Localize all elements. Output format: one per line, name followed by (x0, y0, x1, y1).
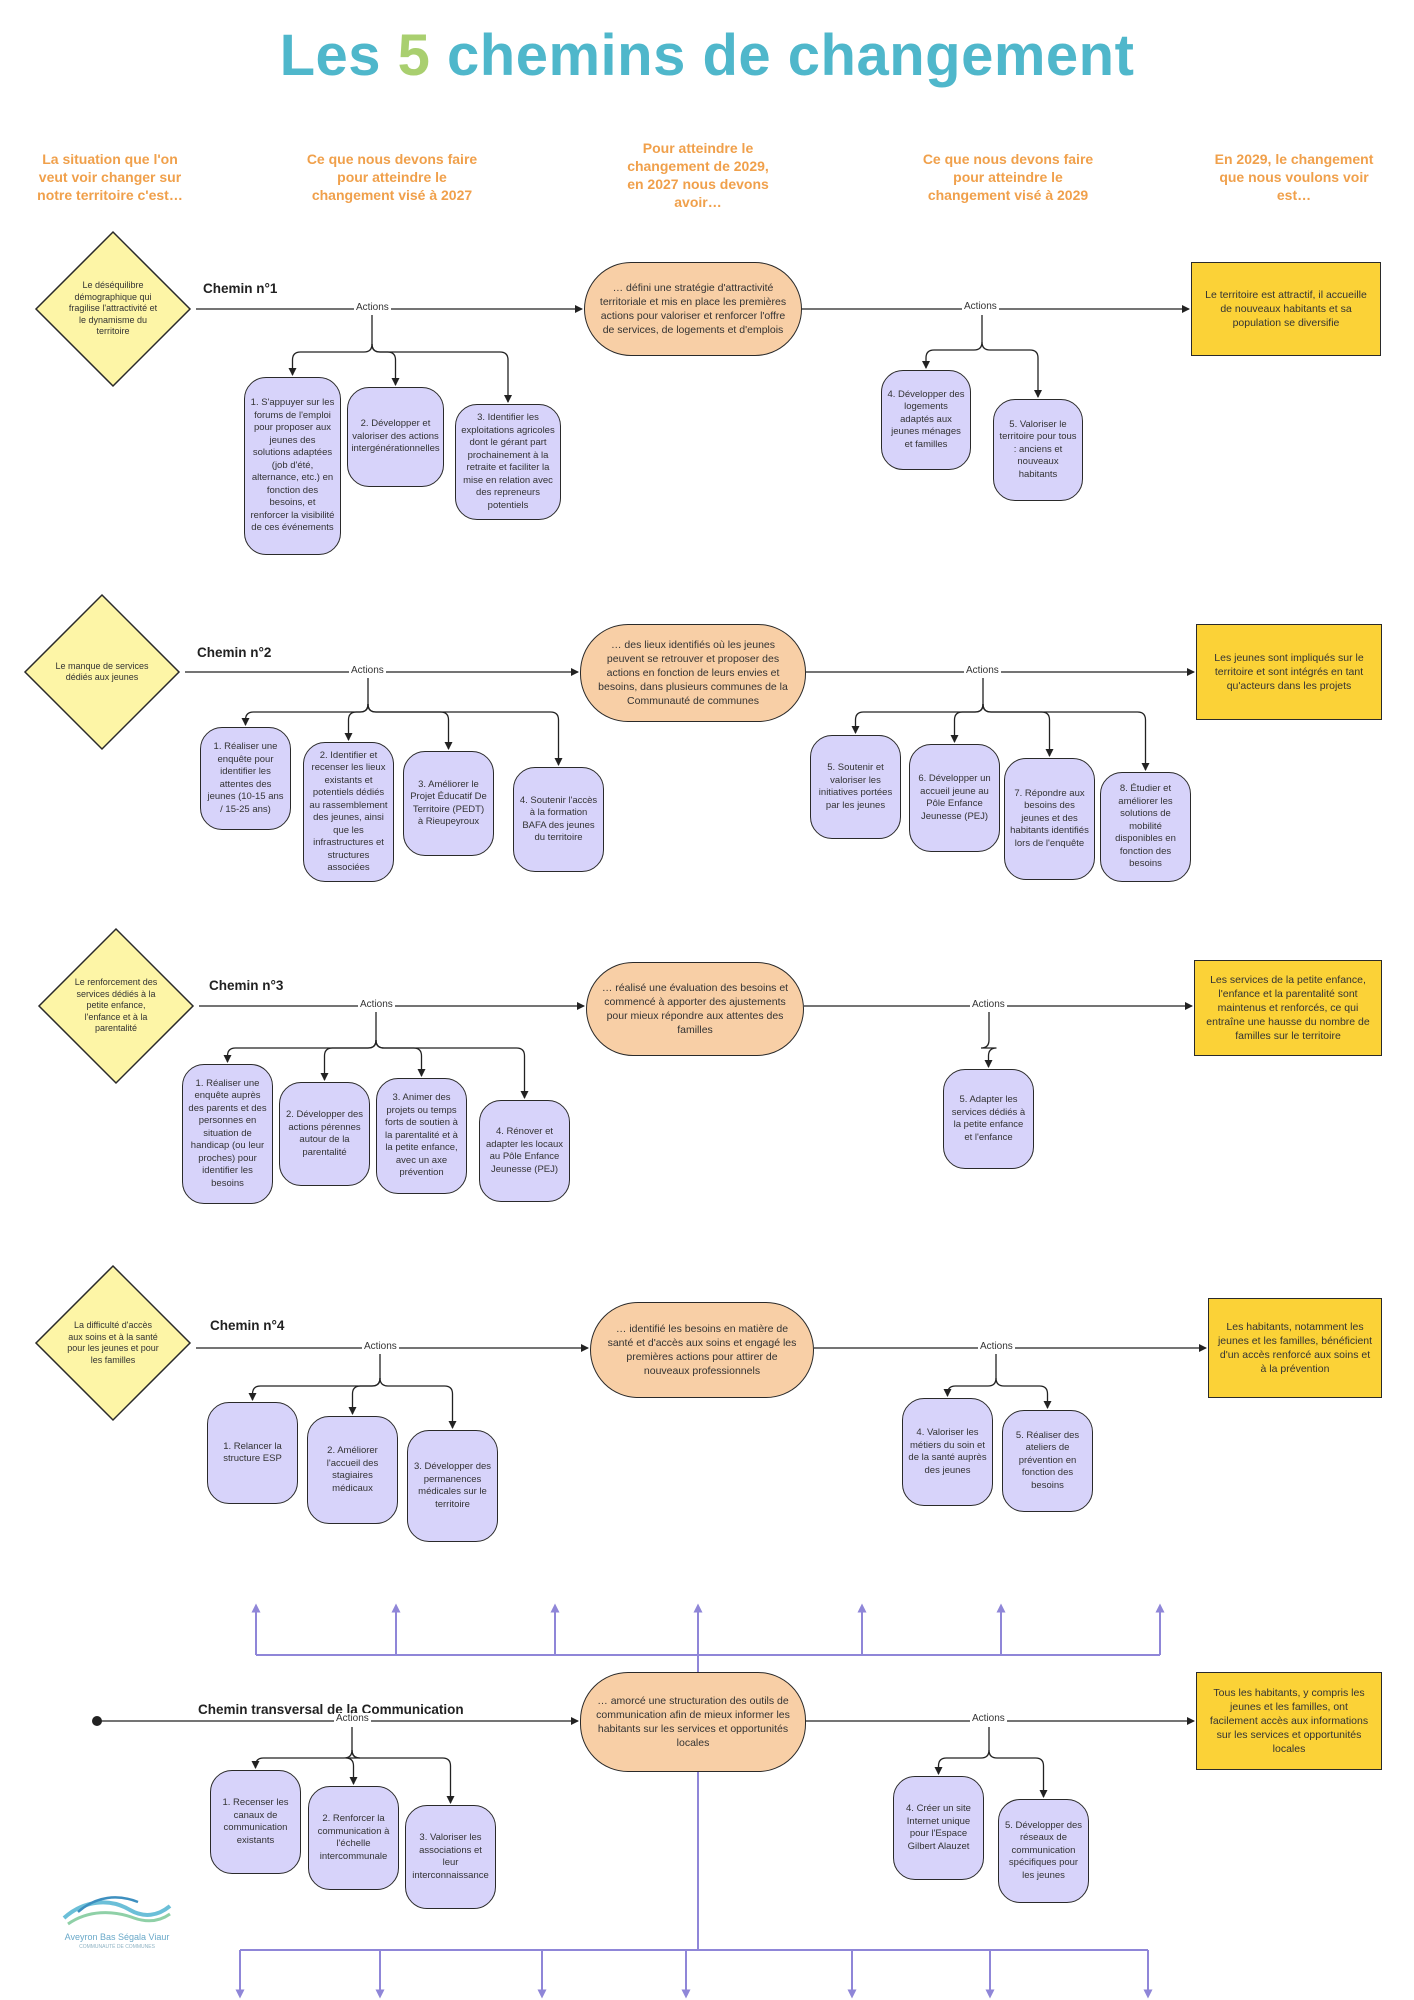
logo-subtitle: COMMUNAUTÉ DE COMMUNES (79, 1944, 155, 1950)
chemin-2-action-2029-3: 7. Répondre aux besoins des jeunes et de… (1004, 758, 1095, 880)
chemin-3-action-2027-2: 2. Développer des actions pérennes autou… (279, 1082, 370, 1186)
chemin-2-action-2027-3: 3. Améliorer le Projet Éducatif De Terri… (403, 751, 494, 856)
chemin-1-action-2029-1: 4. Développer des logements adaptés aux … (881, 370, 971, 470)
chemin-2-action-2029-4: 8. Étudier et améliorer les solutions de… (1100, 772, 1191, 882)
chemin-2-goal-2029: Les jeunes sont impliqués sur le territo… (1196, 624, 1382, 720)
chemin-2-actions-label-2027: Actions (349, 665, 386, 676)
chemin-1-situation-diamond-text: Le déséquilibre démographique qui fragil… (68, 280, 158, 337)
chemin-1-action-2027-2: 2. Développer et valoriser des actions i… (347, 387, 444, 487)
chemin-4-actions-label-2027: Actions (362, 1341, 399, 1352)
chemin-3-action-2027-1: 1. Réaliser une enquête auprès des paren… (182, 1064, 273, 1204)
chemin-1-title: Chemin n°1 (203, 281, 278, 296)
chemin-1-actions-label-2027: Actions (354, 302, 391, 313)
chemin-transversal-action-2027-1: 1. Recenser les canaux de communication … (210, 1770, 301, 1874)
chemin-transversal-goal-2029: Tous les habitants, y compris les jeunes… (1196, 1672, 1382, 1770)
chemin-4-action-2027-1: 1. Relancer la structure ESP (207, 1402, 298, 1504)
chemin-4-action-2029-2: 5. Réaliser des ateliers de prévention e… (1002, 1410, 1093, 1512)
chemin-1-goal-2027: … défini une stratégie d'attractivité te… (584, 262, 802, 356)
chemin-4-action-2029-1: 4. Valoriser les métiers du soin et de l… (902, 1398, 993, 1506)
chemin-2-title: Chemin n°2 (197, 645, 272, 660)
chemin-4-goal-2027: … identifié les besoins en matière de sa… (590, 1302, 814, 1398)
chemin-3-action-2029-1: 5. Adapter les services dédiés à la peti… (943, 1069, 1034, 1169)
chemin-transversal-action-2029-2: 5. Développer des réseaux de communicati… (998, 1799, 1089, 1903)
chemin-4-action-2027-2: 2. Améliorer l'accueil des stagiaires mé… (307, 1416, 398, 1524)
chemin-3-action-2027-4: 4. Rénover et adapter les locaux au Pôle… (479, 1100, 570, 1202)
chemin-1-action-2027-1: 1. S'appuyer sur les forums de l'emploi … (244, 377, 341, 555)
chemin-1-situation-diamond: Le déséquilibre démographique qui fragil… (28, 224, 198, 394)
column-header-actions-2029: Ce que nous devons faire pour atteindre … (922, 151, 1094, 203)
chemin-2-action-2029-1: 5. Soutenir et valoriser les initiatives… (810, 735, 901, 839)
chemin-transversal-actions-label-2027: Actions (334, 1713, 371, 1724)
chemin-transversal-action-2027-3: 3. Valoriser les associations et leur in… (405, 1805, 496, 1909)
chemin-2-action-2027-2: 2. Identifier et recenser les lieux exis… (303, 742, 394, 882)
chemin-3-situation-diamond: Le renforcement des services dédiés à la… (31, 921, 201, 1091)
chemin-2-actions-label-2029: Actions (964, 665, 1001, 676)
chemin-transversal-title: Chemin transversal de la Communication (198, 1702, 464, 1717)
logo-waves-icon (62, 1896, 172, 1926)
chemin-3-actions-label-2029: Actions (970, 999, 1007, 1010)
chemin-3-title: Chemin n°3 (209, 978, 284, 993)
chemin-3-actions-label-2027: Actions (358, 999, 395, 1010)
column-header-goal-2029: En 2029, le changement que nous voulons … (1214, 151, 1374, 203)
logo: Aveyron Bas Ségala Viaur COMMUNAUTÉ DE C… (58, 1888, 176, 1956)
chemin-2-situation-diamond-text: Le manque de services dédiés aux jeunes (55, 660, 149, 683)
chemin-3-situation-diamond-text: Le renforcement des services dédiés à la… (74, 977, 158, 1034)
chemin-2-situation-diamond: Le manque de services dédiés aux jeunes (17, 587, 187, 757)
chemin-4-title: Chemin n°4 (210, 1318, 285, 1333)
chemin-1-action-2027-3: 3. Identifier les exploitations agricole… (455, 404, 561, 520)
column-header-goal-2027: Pour atteindre le changement de 2029, en… (627, 140, 769, 210)
chemin-transversal-actions-label-2029: Actions (970, 1713, 1007, 1724)
chemin-1-actions-label-2029: Actions (962, 301, 999, 312)
chemin-2-goal-2027: … des lieux identifiés où les jeunes peu… (580, 624, 806, 722)
chemin-4-situation-diamond: La difficulté d'accès aux soins et à la … (28, 1258, 198, 1428)
chemin-transversal-start-dot (92, 1716, 102, 1726)
chemin-3-action-2027-3: 3. Animer des projets ou temps forts de … (376, 1078, 467, 1194)
chemin-4-action-2027-3: 3. Développer des permanences médicales … (407, 1430, 498, 1542)
chemin-transversal-action-2029-1: 4. Créer un site Internet unique pour l'… (893, 1776, 984, 1880)
chemin-transversal-action-2027-2: 2. Renforcer la communication à l'échell… (308, 1786, 399, 1890)
column-header-actions-2027: Ce que nous devons faire pour atteindre … (306, 151, 478, 203)
chemin-1-action-2029-2: 5. Valoriser le territoire pour tous : a… (993, 399, 1083, 501)
chemin-3-goal-2029: Les services de la petite enfance, l'enf… (1194, 960, 1382, 1056)
page-title: Les 5 chemins de changement (279, 23, 1135, 88)
chemin-2-action-2027-4: 4. Soutenir l'accès à la formation BAFA … (513, 767, 604, 872)
chemin-2-action-2027-1: 1. Réaliser une enquête pour identifier … (200, 727, 291, 830)
chemin-2-action-2029-2: 6. Développer un accueil jeune au Pôle E… (909, 744, 1000, 852)
column-header-situation: La situation que l'on veut voir changer … (37, 151, 183, 203)
chemin-4-actions-label-2029: Actions (978, 1341, 1015, 1352)
logo-name: Aveyron Bas Ségala Viaur (64, 1932, 170, 1942)
chemin-4-goal-2029: Les habitants, notamment les jeunes et l… (1208, 1298, 1382, 1398)
chemin-4-situation-diamond-text: La difficulté d'accès aux soins et à la … (67, 1320, 159, 1365)
chemin-transversal-goal-2027: … amorcé une structuration des outils de… (580, 1672, 806, 1772)
chemin-3-goal-2027: … réalisé une évaluation des besoins et … (586, 962, 804, 1056)
chemin-1-goal-2029: Le territoire est attractif, il accueill… (1191, 262, 1381, 356)
